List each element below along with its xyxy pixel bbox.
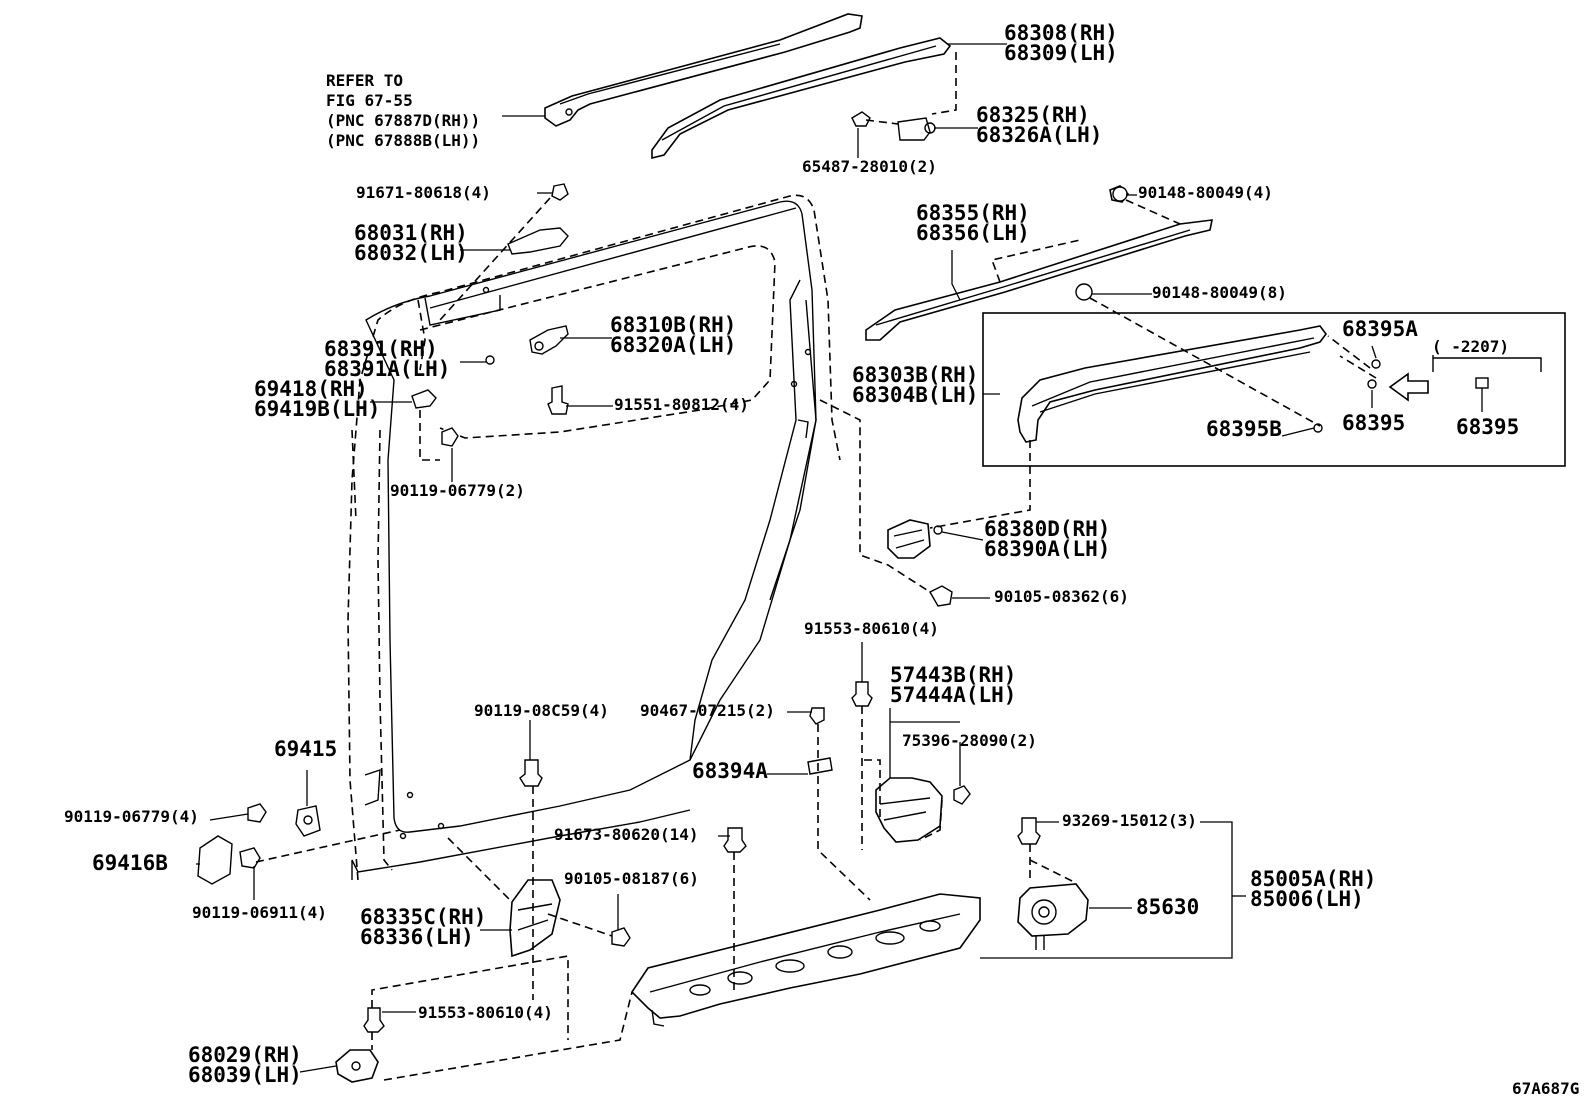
ref-note-line-1: REFER TO [326,71,403,90]
hinge-68029 [335,1049,379,1083]
label-75396: 75396-28090(2) [902,731,1037,750]
label-90105-b: 90105-08187(6) [564,869,699,888]
detail-box [982,312,1566,467]
bolt-90119-b [519,759,543,787]
label-68391-lh: 68391A(LH) [324,357,450,381]
gasket-69415 [295,805,321,837]
label-85005a-rh: 85005A(RH) [1250,867,1376,891]
label-bracket-2207: ( -2207) [1432,337,1509,356]
leader-lines [196,43,1377,1073]
label-68391-rh: 68391(RH) [324,337,438,361]
label-91671: 91671-80618(4) [356,183,491,202]
label-93269: 93269-15012(3) [1062,811,1197,830]
bracket-68335c [509,879,561,958]
label-85005a-lh: 85006(LH) [1250,887,1364,911]
bolt-90105-b [611,927,631,947]
bolt-91673 [723,827,747,853]
label-85630: 85630 [1136,895,1199,919]
label-90467: 90467-07215(2) [640,701,775,720]
label-68335c-lh: 68336(LH) [360,925,474,949]
rail-68308 [651,37,952,160]
bracket-68310b [529,325,569,355]
label-68335c-rh: 68335C(RH) [360,905,486,929]
screw-90119-d [239,847,261,869]
label-68308-rh: 68308(RH) [1004,21,1118,45]
label-68310b-rh: 68310B(RH) [610,313,736,337]
label-68031-rh: 68031(RH) [354,221,468,245]
label-90105-a: 90105-08362(6) [994,587,1129,606]
label-68325-lh: 68326A(LH) [976,123,1102,147]
screw-90119-c [247,803,267,823]
panel-assembly [630,893,981,1027]
label-69418-lh: 69419B(LH) [254,397,380,421]
clip-65487 [851,111,871,127]
wedge-68394a [807,757,833,775]
label-68308-lh: 68309(LH) [1004,41,1118,65]
clip-75396 [953,785,971,805]
label-91673: 91673-80620(14) [554,825,699,844]
label-68303b-rh: 68303B(RH) [852,363,978,387]
ref-note-line-3: (PNC 67887D(RH)) [326,111,480,130]
plate-69416b [197,835,233,885]
nut-90148-a [1112,186,1128,202]
ref-note-line-2: FIG 67-55 [326,91,413,110]
label-69418-rh: 69418(RH) [254,377,368,401]
clip-68325 [897,117,936,141]
bolt-90105-a [929,585,953,607]
label-68395a: 68395A [1342,317,1418,341]
nut-90148-b [1075,283,1093,301]
bolt-91553-b [363,1007,385,1033]
label-69416b: 69416B [92,851,168,875]
label-68395: 68395 [1342,411,1405,435]
label-68029-rh: 68029(RH) [188,1043,302,1067]
label-69415: 69415 [274,737,337,761]
detail-arrow [1388,355,1542,412]
screw-90119-a [441,427,459,447]
label-90148-a: 90148-80049(4) [1138,183,1273,202]
figure-id: 67A687G [1512,1079,1579,1098]
label-90148-b: 90148-80049(8) [1152,283,1287,302]
hinge-68380d [887,519,943,559]
label-68395b: 68395B [1206,417,1282,441]
label-68355-rh: 68355(RH) [916,201,1030,225]
label-91553-a: 91553-80610(4) [804,619,939,638]
bolt-91553-a [851,681,873,707]
bolt-91551 [547,385,569,415]
label-68380d-rh: 68380D(RH) [984,517,1110,541]
label-57443b-lh: 57444A(LH) [890,683,1016,707]
upper-rail-part [544,13,863,127]
label-91551: 91551-80812(4) [614,395,749,414]
label-90119-c: 90119-06779(4) [64,807,199,826]
label-90119-a: 90119-06779(2) [390,481,525,500]
track-68303b [1017,325,1381,443]
label-68303b-lh: 68304B(LH) [852,383,978,407]
part-labels: REFER TO FIG 67-55 (PNC 67887D(RH)) (PNC… [64,21,1579,1098]
label-68031-lh: 68032(LH) [354,241,468,265]
cushion-69418 [411,389,437,409]
ref-note-line-4: (PNC 67888B(LH)) [326,131,480,150]
label-68355-lh: 68356(LH) [916,221,1030,245]
guide-57443b [875,777,943,843]
label-65487: 65487-28010(2) [802,157,937,176]
label-91553-b: 91553-80610(4) [418,1003,553,1022]
motor-85630 [1017,883,1089,950]
pad-68391 [485,355,495,365]
bolt-91671 [551,183,569,201]
label-68310b-lh: 68320A(LH) [610,333,736,357]
label-57443b-rh: 57443B(RH) [890,663,1016,687]
reference-lines [255,52,1377,1081]
label-90119-d: 90119-06911(4) [192,903,327,922]
bracket-68031 [507,227,569,255]
label-68029-lh: 68039(LH) [188,1063,302,1087]
label-68394a: 68394A [692,759,768,783]
label-68325-rh: 68325(RH) [976,103,1090,127]
label-90119-b: 90119-08C59(4) [474,701,609,720]
bolt-93269 [1017,817,1041,845]
bolt-90467 [809,707,825,725]
label-68380d-lh: 68390A(LH) [984,537,1110,561]
label-68395-right: 68395 [1456,415,1519,439]
door-frame-outline [347,194,841,881]
door-frame-solid [351,200,817,880]
